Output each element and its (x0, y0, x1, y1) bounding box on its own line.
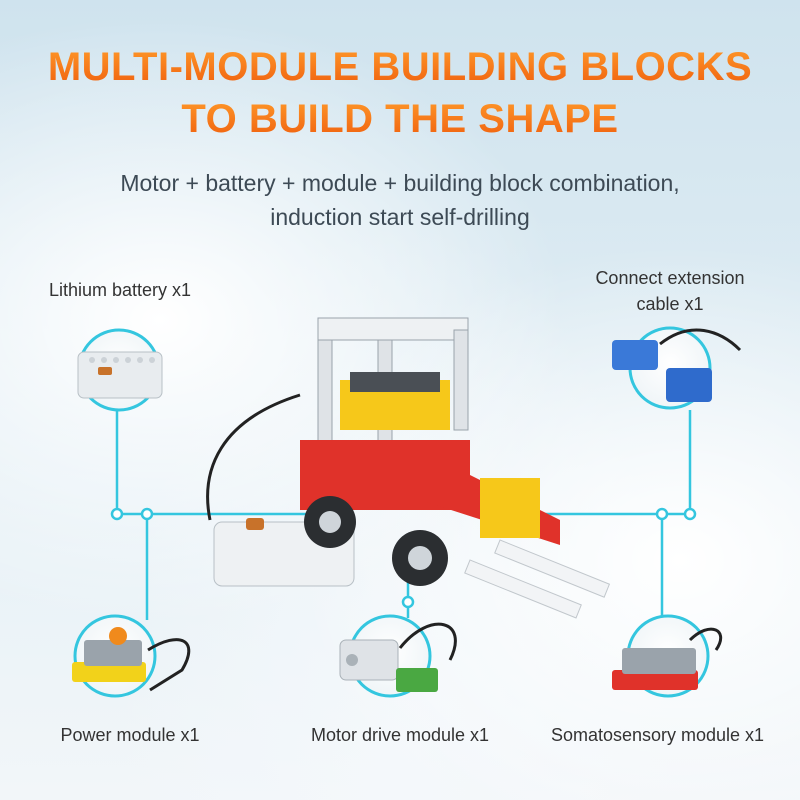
somato-label: Somatosensory module x1 (550, 725, 765, 745)
subtitle-line2: induction start self-drilling (270, 204, 530, 230)
page-title-line1: MULTI-MODULE BUILDING BLOCKS (0, 40, 800, 102)
power-label: Power module x1 (60, 725, 200, 745)
cable-label-line2: cable x1 (636, 294, 704, 314)
motor-label: Motor drive module x1 (310, 725, 490, 745)
title-line1-svg: MULTI-MODULE BUILDING BLOCKS (48, 45, 752, 89)
motor-circle (339, 614, 457, 698)
title-line1-text: MULTI-MODULE BUILDING BLOCKS (48, 45, 752, 89)
power-circle (72, 614, 191, 698)
title-line2-text: TO BUILD THE SHAPE (181, 97, 618, 141)
cable-label-line1: Connect extension (595, 268, 745, 288)
battery-label: Lithium battery x1 (48, 280, 192, 300)
subtitle-line1: Motor + battery + module + building bloc… (120, 170, 680, 196)
somato-circle (612, 614, 723, 698)
cable-circle (612, 326, 742, 410)
page-title-line2: TO BUILD THE SHAPE (0, 92, 800, 154)
forklift (206, 317, 611, 619)
title-line2-svg: TO BUILD THE SHAPE (181, 97, 618, 141)
battery-circle (77, 328, 163, 412)
connector-nodes (110, 507, 697, 609)
